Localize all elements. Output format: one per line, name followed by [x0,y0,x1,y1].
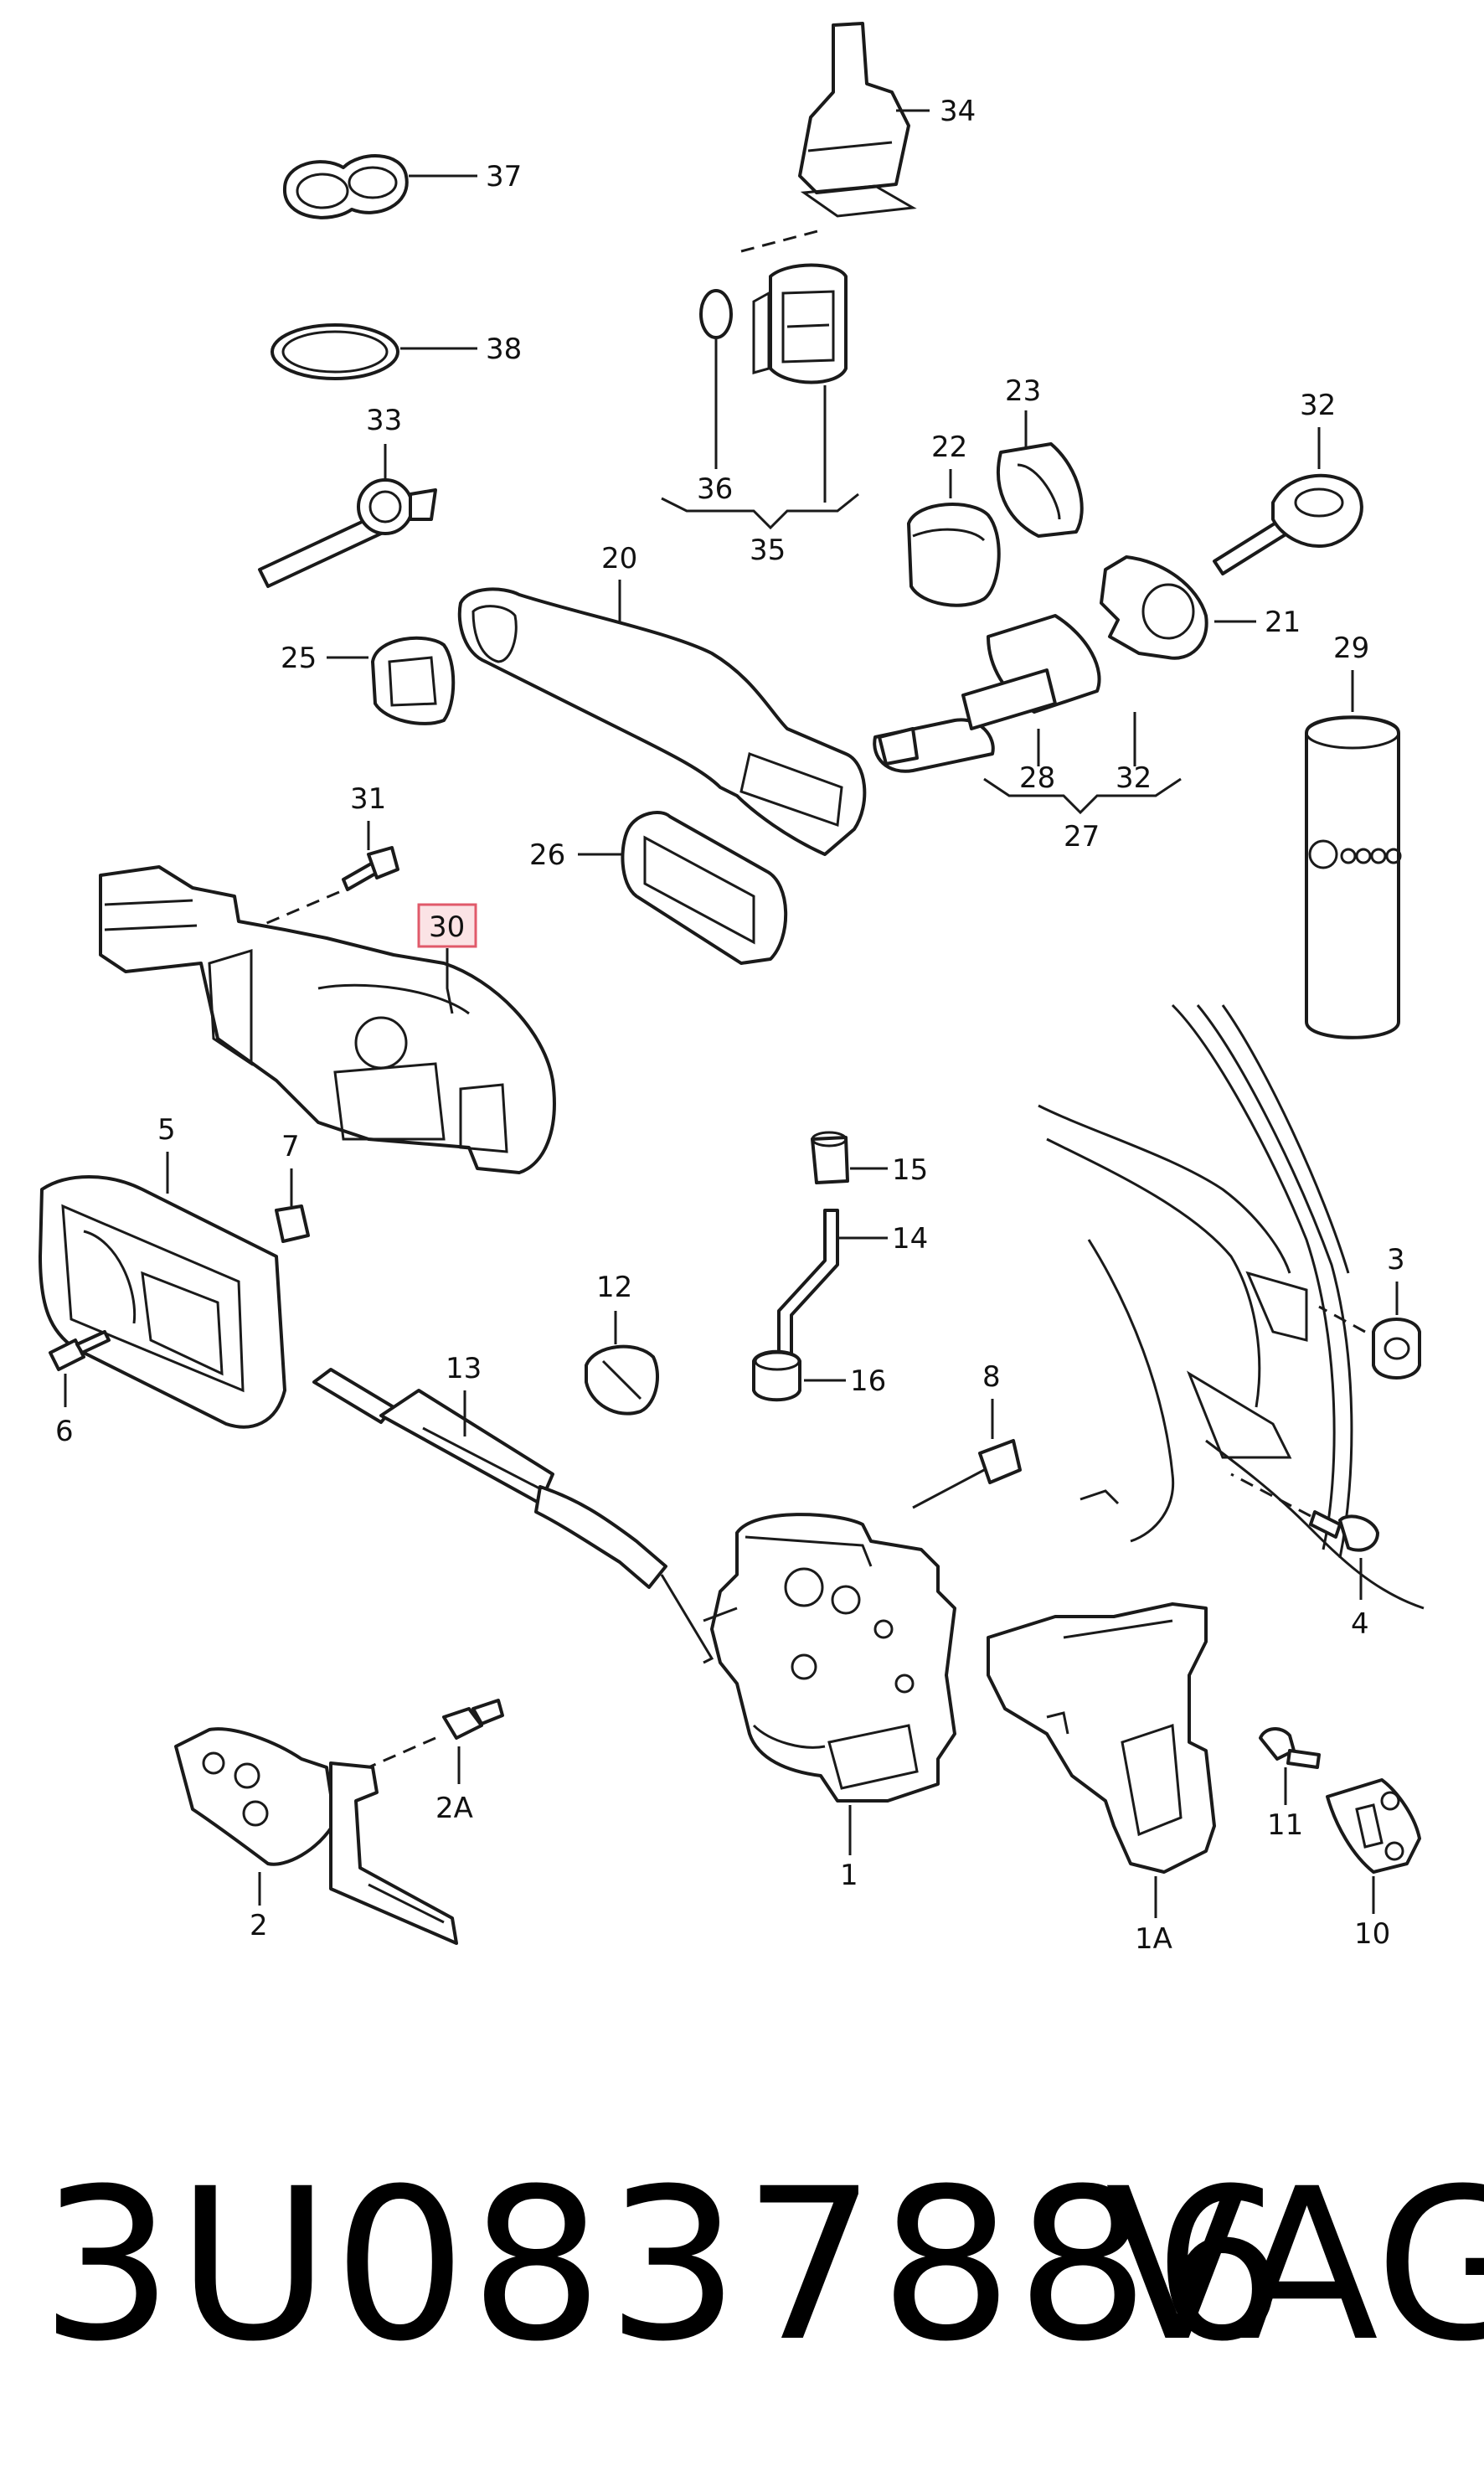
part-1A-lock-bracket [987,1602,1216,1874]
part-28-lock-cylinder [873,614,1101,773]
part-13-bowden-cable [312,1368,714,1664]
part-30-handle-carrier [99,865,556,1174]
callout-2: 2 [250,1909,268,1942]
callout-14: 14 [892,1222,928,1256]
callout-26: 26 [529,838,565,872]
part-1-door-lock [703,1513,956,1803]
part-32-key-upper [1213,473,1363,575]
part-10-striker-plate [1326,1778,1421,1874]
callout-32-lower: 32 [1116,761,1152,795]
footer-brand: VAG [1105,2143,1484,2387]
callout-3-text: 3 [1387,1243,1405,1277]
callout-6: 6 [55,1415,74,1448]
callout-38: 38 [486,333,522,366]
callout-10: 10 [1354,1917,1390,1951]
callout-13: 13 [446,1352,482,1385]
callout-23: 23 [1005,374,1041,408]
callout-27: 27 [1064,820,1100,854]
callout-5: 5 [157,1113,176,1147]
part-12-cable-clip [585,1344,659,1416]
callout-36: 36 [697,472,733,506]
footer-part-number: 3U0837886 [40,2143,1290,2387]
part-4-bolt [1309,1510,1379,1552]
part-23-trim-ring [997,442,1084,538]
part-3-grommet [1372,1318,1421,1380]
part-15-grommet [811,1131,849,1184]
part-7-clip-nut [275,1204,310,1243]
part-35-remote-housing [740,229,848,384]
callout-21: 21 [1265,606,1301,639]
callout-16: 16 [850,1364,886,1398]
part-38-o-ring [271,323,399,380]
part-8-micro-switch [912,1439,1022,1509]
part-2A-rivet [442,1699,504,1740]
callout-28: 28 [1019,761,1055,795]
part-22-lock-cap [907,503,1001,607]
part-5-interior-handle [39,1175,286,1429]
callout-22: 22 [931,431,967,464]
callout-1A: 1A [1135,1922,1172,1956]
callout-34: 34 [940,95,976,128]
exploded-parts-diagram: 34 37 38 33 36 35 22 [39,22,1425,1956]
callout-1: 1 [840,1859,858,1892]
door-frame-outline [1038,1003,1425,1610]
part-34-key-head [798,22,917,218]
callout-30: 30 [429,910,465,944]
part-6-bolt [49,1330,111,1371]
callout-2A: 2A [435,1792,473,1825]
part-31-screw [342,846,399,891]
part-33-emblem-stem [258,478,437,588]
callout-35: 35 [750,534,786,567]
part-21-retaining-clip [1100,555,1208,660]
part-36-small-ring [699,289,733,339]
callout-29: 29 [1333,632,1369,665]
part-2-mounting-bracket [174,1727,458,1945]
callout-37: 37 [486,160,522,193]
part-29-grease-canister [1305,715,1402,1039]
callout-8: 8 [982,1360,1001,1394]
callout-33: 33 [366,404,402,437]
part-25-small-gasket [371,636,456,725]
callout-15: 15 [892,1153,928,1187]
callout-30-highlight-box [417,903,477,948]
callout-32-upper: 32 [1300,389,1336,422]
part-37-double-seal [282,154,409,219]
part-14-connecting-rod [777,1209,839,1359]
callout-31: 31 [350,782,386,816]
callout-20: 20 [601,542,637,575]
part-20-exterior-handle [457,587,867,856]
callout-11: 11 [1267,1808,1303,1842]
part-26-handle-gasket [621,811,788,965]
callout-7: 7 [281,1130,300,1163]
part-16-plug [752,1349,801,1402]
callout-4: 4 [1351,1607,1369,1641]
callout-25: 25 [281,642,317,675]
part-11-screw [1259,1727,1321,1769]
callout-12: 12 [596,1271,632,1304]
